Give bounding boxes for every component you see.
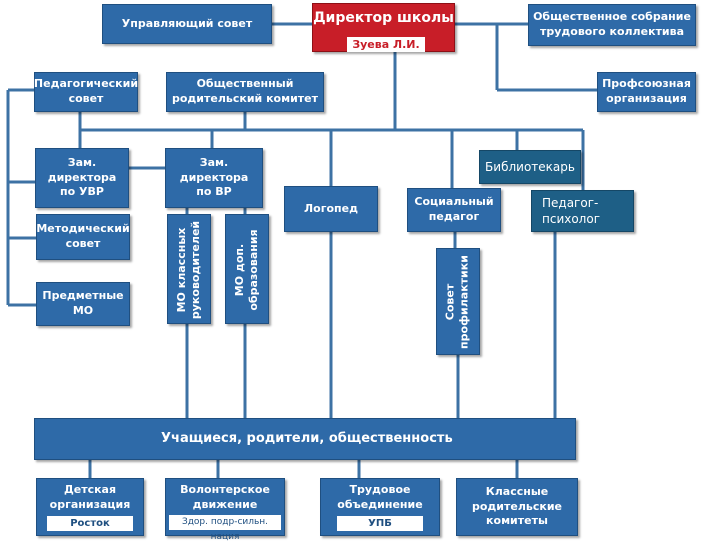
librarian-box: Библиотекарь xyxy=(479,150,581,184)
labor-association-line1: Трудовое xyxy=(349,483,411,496)
deputy-vr-box: Зам. директора по ВР xyxy=(165,148,263,208)
managing-council-box: Управляющий совет xyxy=(102,4,272,44)
methodical-council-box: Методический совет xyxy=(36,214,130,260)
managing-council-label: Управляющий совет xyxy=(121,16,253,30)
children-org-line2: организация xyxy=(49,497,131,511)
speech-therapist-label: Логопед xyxy=(304,201,358,215)
mo-additional-education-label: МО доп. образования xyxy=(233,215,263,325)
students-parents-label: Учащиеся, родители, общественность xyxy=(161,431,453,447)
psychologist-line1: Педагог- xyxy=(542,195,599,210)
mo-class-teachers-label: МО классных руководителей xyxy=(175,215,205,325)
mo-additional-education-box: МО доп. образования xyxy=(225,214,269,324)
prevention-council-line2: профилактики xyxy=(457,255,471,349)
director-box: Директор школы Зуева Л.И. xyxy=(312,3,455,52)
volunteer-line1: Волонтерское xyxy=(180,483,270,496)
parent-committee-line2: родительский комитет xyxy=(171,92,319,105)
psychologist-box: Педагог- психолог xyxy=(531,190,634,232)
pedagogical-council-line2: совет xyxy=(68,92,104,105)
deputy-uvr-line2: директора xyxy=(47,170,117,184)
pedagogical-council-line1: Педагогический xyxy=(33,77,139,91)
parent-committee-line1: Общественный xyxy=(196,77,294,91)
general-meeting-line1: Общественное собрание xyxy=(533,10,691,24)
labor-association-box: Трудовое объединение УПБ xyxy=(320,478,440,536)
children-org-line1: Детская xyxy=(63,483,117,496)
psychologist-line2: психолог xyxy=(542,212,601,226)
deputy-vr-line2: директора xyxy=(179,170,249,184)
trade-union-line1: Профсоюзная xyxy=(602,77,691,91)
social-teacher-line2: педагог xyxy=(428,210,480,223)
methodical-council-line2: совет xyxy=(65,237,101,250)
mo-class-teachers-line2: руководителей xyxy=(189,220,203,320)
children-org-name: Росток xyxy=(47,516,133,531)
mo-class-teachers-line1: МО классных xyxy=(175,227,188,313)
class-parent-committees-line2: родительские xyxy=(471,499,563,513)
deputy-vr-line3: по ВР xyxy=(196,185,232,199)
prevention-council-label: Совет профилактики xyxy=(444,249,474,356)
director-name: Зуева Л.И. xyxy=(347,37,425,52)
prevention-council-box: Совет профилактики xyxy=(436,248,480,355)
labor-association-name: УПБ xyxy=(337,516,423,531)
social-teacher-line1: Социальный xyxy=(414,195,494,209)
subject-mo-box: Предметные МО xyxy=(36,282,130,326)
class-parent-committees-box: Классные родительские комитеты xyxy=(456,478,578,536)
subject-mo-line2: МО xyxy=(72,304,94,317)
volunteer-name: Здор. подр-сильн. нация xyxy=(169,515,281,542)
speech-therapist-box: Логопед xyxy=(284,186,378,232)
deputy-uvr-box: Зам. директора по УВР xyxy=(35,148,129,208)
students-parents-box: Учащиеся, родители, общественность xyxy=(34,418,576,460)
methodical-council-line1: Методический xyxy=(36,222,130,236)
librarian-label: Библиотекарь xyxy=(485,159,575,174)
mo-additional-education-line1: МО доп. xyxy=(233,243,246,297)
director-title: Директор школы xyxy=(313,10,454,26)
deputy-vr-line1: Зам. xyxy=(199,155,229,169)
trade-union-box: Профсоюзная организация xyxy=(597,72,696,112)
trade-union-line2: организация xyxy=(606,92,687,105)
subject-mo-line1: Предметные xyxy=(42,289,124,303)
pedagogical-council-box: Педагогический совет xyxy=(34,72,138,112)
children-org-box: Детская организация Росток xyxy=(36,478,144,536)
volunteer-box: Волонтерское движение Здор. подр-сильн. … xyxy=(165,478,285,542)
class-parent-committees-line1: Классные xyxy=(485,484,549,498)
parent-committee-box: Общественный родительский комитет xyxy=(166,72,324,112)
mo-additional-education-line2: образования xyxy=(247,229,261,311)
deputy-uvr-line3: по УВР xyxy=(60,185,104,199)
general-meeting-line2: трудового коллектива xyxy=(539,25,685,38)
social-teacher-box: Социальный педагог xyxy=(407,188,501,232)
volunteer-line2: движение xyxy=(192,497,258,511)
general-meeting-box: Общественное собрание трудового коллекти… xyxy=(528,4,696,46)
mo-class-teachers-box: МО классных руководителей xyxy=(167,214,211,324)
deputy-uvr-line1: Зам. xyxy=(67,155,97,169)
prevention-council-line1: Совет xyxy=(443,283,457,321)
labor-association-line2: объединение xyxy=(337,497,423,511)
class-parent-committees-line3: комитеты xyxy=(486,514,548,528)
